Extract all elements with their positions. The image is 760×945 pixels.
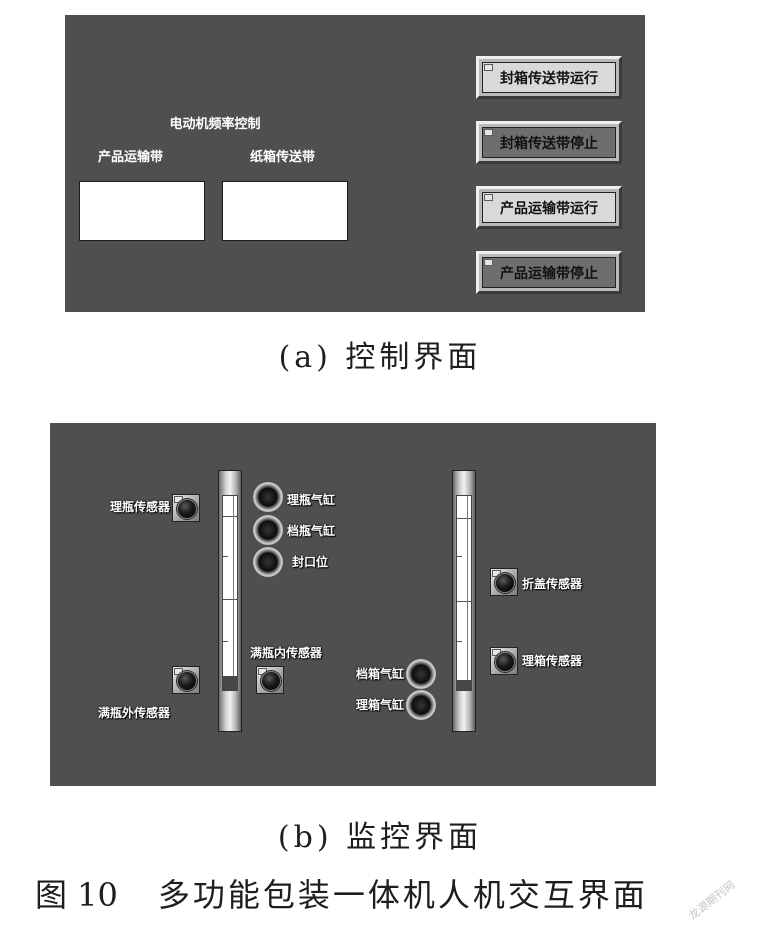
carton-belt-label: 纸箱传送带 [250,150,316,165]
case-belt-run-face: 封箱传送带运行 [482,62,616,93]
case-belt-stop-label: 封箱传送带停止 [500,135,598,152]
full-bottle-inner-sensor-lamp [256,666,284,694]
bottle-sort-cylinder-label: 理瓶气缸 [287,493,336,507]
box-sort-cylinder-label: 理箱气缸 [355,698,404,712]
monitor-panel: 理瓶传感器 理瓶气缸 档瓶气缸 封口位 满瓶内传感器 满瓶外传感器 折盖传感器 … [50,423,656,786]
product-belt-run-label: 产品运输带运行 [500,200,598,217]
figure-title: 多功能包装一体机人机交互界面 [157,876,648,914]
product-belt-stop-button[interactable]: 产品运输带停止 [476,251,622,294]
bottle-sort-cylinder-lamp [253,482,283,512]
box-line-level-gauge [452,470,476,732]
gauge-tick [223,516,237,517]
gauge-guide-line [233,496,234,690]
gauge-tick [457,641,462,642]
box-sort-sensor-label: 理箱传感器 [522,654,583,668]
carton-belt-frequency-input[interactable] [222,181,348,241]
full-bottle-inner-sensor-label: 满瓶内传感器 [250,646,323,660]
gauge-tick [223,599,237,600]
case-belt-run-label: 封箱传送带运行 [500,70,598,87]
case-belt-stop-button[interactable]: 封箱传送带停止 [476,121,622,164]
product-belt-frequency-input[interactable] [79,181,205,241]
gauge-tick [457,518,471,519]
motor-frequency-title: 电动机频率控制 [169,117,261,132]
gauge-tick [457,601,471,602]
bottle-line-level-gauge [218,470,242,732]
bottle-sort-sensor-label: 理瓶传感器 [109,500,170,514]
case-belt-run-button[interactable]: 封箱传送带运行 [476,56,622,99]
gauge-level-fill [457,680,471,690]
fold-cover-sensor-label: 折盖传感器 [522,577,583,591]
full-bottle-outer-sensor-lamp [172,666,200,694]
bottle-stop-cylinder-lamp [253,515,283,545]
control-panel: 电动机频率控制 产品运输带 纸箱传送带 封箱传送带运行 封箱传送带停止 产品运输… [65,15,645,312]
bottle-sort-sensor-lamp [172,494,200,522]
tag-icon [484,129,493,136]
box-sort-cylinder-lamp [406,690,436,720]
fold-cover-sensor-lamp [490,568,518,596]
lamp-bulb-icon [177,499,197,519]
box-stop-cylinder-lamp [406,659,436,689]
product-belt-run-button[interactable]: 产品运输带运行 [476,186,622,229]
figure-number: 图 10 [35,876,118,914]
case-belt-stop-face: 封箱传送带停止 [482,127,616,158]
seal-position-lamp [253,547,283,577]
lamp-bulb-icon [261,671,281,691]
lamp-bulb-icon [177,671,197,691]
watermark: 龙源期刊网 [686,878,738,923]
full-bottle-outer-sensor-label: 满瓶外传感器 [98,706,171,720]
box-sort-sensor-lamp [490,647,518,675]
gauge-tick [223,556,228,557]
seal-position-label: 封口位 [292,555,329,569]
tag-icon [484,64,493,71]
gauge-window [222,495,238,691]
gauge-tick [457,556,462,557]
box-stop-cylinder-label: 档箱气缸 [355,667,404,681]
gauge-level-fill [223,676,237,690]
lamp-bulb-icon [495,652,515,672]
product-belt-label: 产品运输带 [98,150,164,165]
monitor-panel-caption: (b) 监控界面 [277,820,483,855]
product-belt-run-face: 产品运输带运行 [482,192,616,223]
lamp-bulb-icon [495,573,515,593]
bottle-stop-cylinder-label: 档瓶气缸 [287,524,336,538]
control-panel-caption: (a) 控制界面 [278,340,482,375]
figure-caption: 图 10 多功能包装一体机人机交互界面 [35,874,648,916]
gauge-guide-line [467,496,468,690]
gauge-tick [223,641,228,642]
product-belt-stop-face: 产品运输带停止 [482,257,616,288]
tag-icon [484,194,493,201]
tag-icon [484,259,493,266]
product-belt-stop-label: 产品运输带停止 [500,265,598,282]
gauge-window [456,495,472,691]
